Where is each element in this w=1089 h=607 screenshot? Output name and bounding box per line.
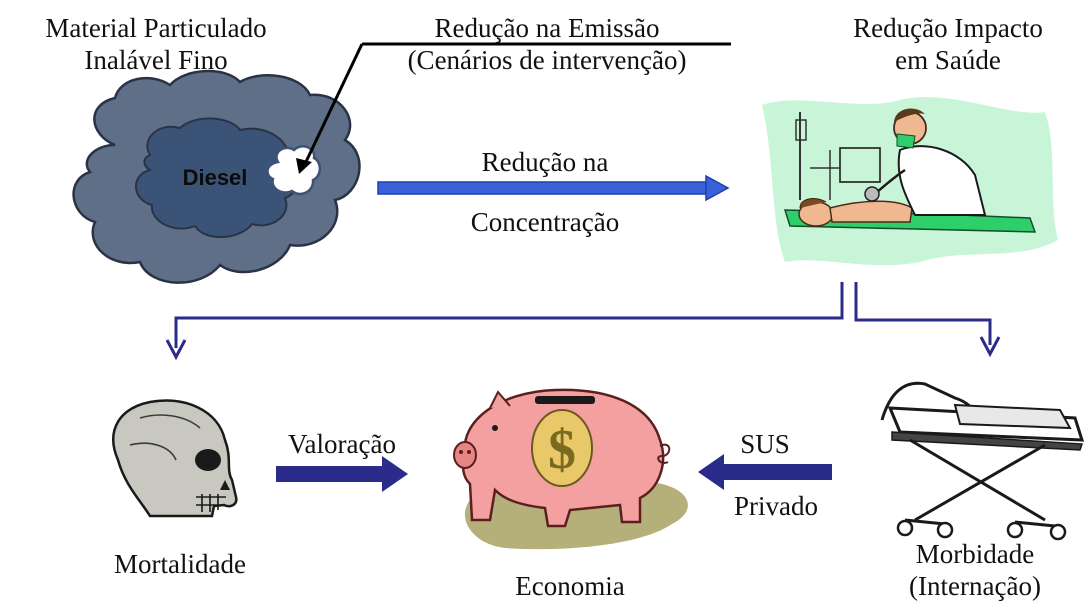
source-title-line1: Material Particulado	[45, 13, 267, 43]
emission-line2: (Cenários de intervenção)	[407, 45, 687, 75]
sus-label: SUS	[740, 429, 790, 459]
source-title: Material Particulado Inalável Fino	[0, 12, 312, 76]
economy-label: Economia	[515, 571, 625, 601]
piggy-bank-icon	[453, 388, 688, 550]
cloud-icon	[72, 69, 361, 284]
source-title-line2: Inalável Fino	[84, 45, 228, 75]
stretcher-icon	[880, 381, 1085, 541]
health-line2: em Saúde	[895, 45, 1001, 75]
valuation-label: Valoração	[288, 429, 396, 459]
private-label: Privado	[734, 491, 818, 521]
doctor-patient-icon	[762, 97, 1058, 266]
valuation-arrow	[276, 456, 408, 492]
diesel-label: Diesel	[182, 165, 248, 190]
concentration-label-line1: Redução na	[481, 147, 609, 177]
health-impact-title: Redução Impacto em Saúde	[818, 12, 1078, 76]
payer-arrow	[698, 454, 832, 490]
morbidity-label: Morbidade (Internação)	[860, 538, 1089, 602]
concentration-label-line2: Concentração	[470, 207, 620, 237]
mortality-label: Mortalidade	[114, 549, 246, 579]
skull-icon	[112, 399, 238, 518]
branch-arrows	[165, 282, 1001, 361]
emission-reduction-label: Redução na Emissão (Cenários de interven…	[362, 12, 732, 76]
dollar-sign: $	[548, 419, 576, 481]
health-line1: Redução Impacto	[853, 13, 1043, 43]
morbidity-line2: (Internação)	[909, 571, 1041, 601]
concentration-arrow	[377, 174, 730, 202]
morbidity-line1: Morbidade	[915, 539, 1035, 569]
emission-line1: Redução na Emissão	[434, 13, 660, 43]
emission-pointer	[296, 42, 731, 174]
